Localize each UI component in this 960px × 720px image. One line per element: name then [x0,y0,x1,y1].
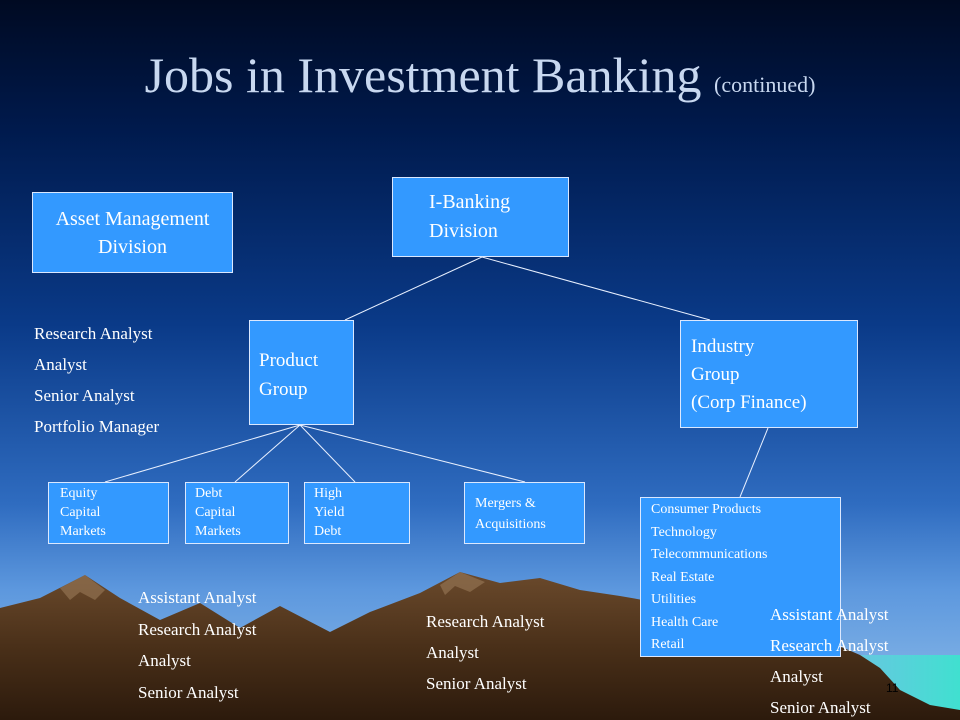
equity-capital-markets-box: Equity Capital Markets [48,482,169,544]
equity-capital-markets-label: Equity Capital Markets [60,486,106,539]
title-main: Jobs in Investment Banking [144,47,702,103]
mountain-snow [440,572,485,595]
list-item: Analyst [34,355,87,374]
connector-product-highyield [299,424,356,483]
industry-sectors-label: Consumer Products Technology Telecommuni… [651,502,768,652]
product-group-label: Product Group [259,350,319,400]
high-yield-debt-box: High Yield Debt [304,482,410,544]
industry-sectors-box: Consumer Products Technology Telecommuni… [640,497,841,657]
capital-markets-jobs-list: Assistant Analyst Research Analyst Analy… [138,582,257,708]
connector-product-mergers [299,424,526,483]
connector-industry-sectors [739,427,769,498]
list-item: Senior Analyst [138,682,239,702]
product-group-box: Product Group [249,320,354,425]
list-item: Senior Analyst [34,386,135,405]
debt-capital-markets-label: Debt Capital Markets [195,486,241,539]
mergers-acquisitions-box: Mergers & Acquisitions [464,482,585,544]
mountain-snow [60,575,105,600]
high-yield-debt-label: High Yield Debt [314,486,345,539]
ibanking-division-box: I-Banking Division [392,177,569,257]
connector-product-debt [234,424,301,483]
connector-ibanking-industry [481,256,711,321]
asset-management-label: Asset Management Division [55,208,210,258]
list-item: Analyst [138,651,191,670]
connector-ibanking-product [344,256,483,321]
list-item: Research Analyst [770,636,889,655]
title-suffix: (continued) [714,72,816,97]
list-item: Research Analyst [138,619,257,639]
list-item: Assistant Analyst [138,588,257,607]
list-item: Assistant Analyst [770,605,889,624]
page-number: 11 [886,681,899,695]
list-item: Senior Analyst [426,674,527,693]
mergers-jobs-list: Research Analyst Analyst Senior Analyst [426,606,545,699]
list-item: Portfolio Manager [34,417,160,436]
list-item: Analyst [770,667,823,686]
list-item: Senior Analyst [770,698,871,717]
slide-title: Jobs in Investment Banking (continued) [0,46,960,104]
mergers-acquisitions-label: Mergers & Acquisitions [475,496,546,532]
industry-jobs-list: Assistant Analyst Research Analyst Analy… [770,599,889,720]
list-item: Research Analyst [426,612,545,631]
asset-management-jobs-list: Research Analyst Analyst Senior Analyst … [34,318,159,442]
list-item: Analyst [426,643,479,662]
connector-product-equity [104,424,301,483]
debt-capital-markets-box: Debt Capital Markets [185,482,289,544]
industry-group-label: Industry Group (Corp Finance) [691,336,807,413]
list-item: Research Analyst [34,324,153,343]
industry-group-box: Industry Group (Corp Finance) [680,320,858,428]
asset-management-box: Asset Management Division [32,192,233,273]
ibanking-division-label: I-Banking Division [429,191,511,242]
